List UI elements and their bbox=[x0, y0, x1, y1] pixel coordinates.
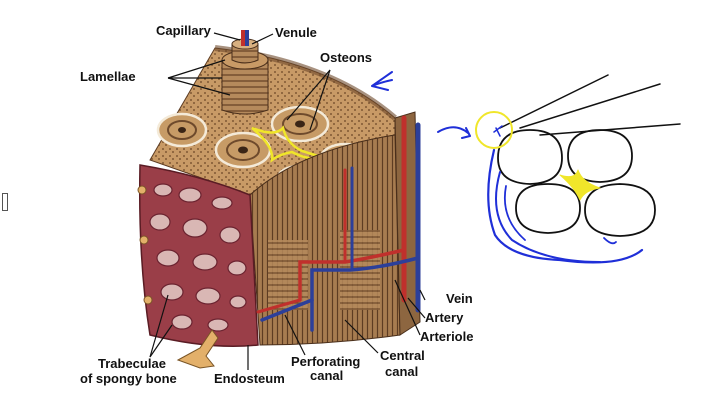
label-arteriole: Arteriole bbox=[420, 329, 474, 344]
spongy-bone bbox=[137, 164, 259, 347]
label-central-line1: Central bbox=[380, 348, 425, 363]
text-cursor-icon bbox=[2, 193, 8, 211]
handwritten-annotations bbox=[371, 71, 681, 264]
blood-vessels bbox=[256, 115, 421, 332]
label-endosteum: Endosteum bbox=[214, 371, 285, 386]
label-central-line2: canal bbox=[385, 364, 419, 379]
trabecula-spur bbox=[176, 329, 219, 369]
label-artery: Artery bbox=[425, 310, 464, 325]
osteon-cylinder bbox=[221, 30, 269, 115]
label-venule: Venule bbox=[275, 25, 317, 40]
label-perforating-line1: Perforating bbox=[291, 354, 361, 369]
label-trabeculae-line2: of spongy bone bbox=[80, 371, 177, 386]
label-osteons: Osteons bbox=[320, 50, 373, 65]
label-perforating-line2: canal bbox=[310, 368, 344, 383]
label-vein: Vein bbox=[446, 291, 473, 306]
label-trabeculae-line1: Trabeculae bbox=[98, 356, 166, 371]
leader-lines bbox=[149, 32, 426, 370]
label-lamellae: Lamellae bbox=[80, 69, 136, 84]
label-capillary: Capillary bbox=[156, 23, 211, 38]
